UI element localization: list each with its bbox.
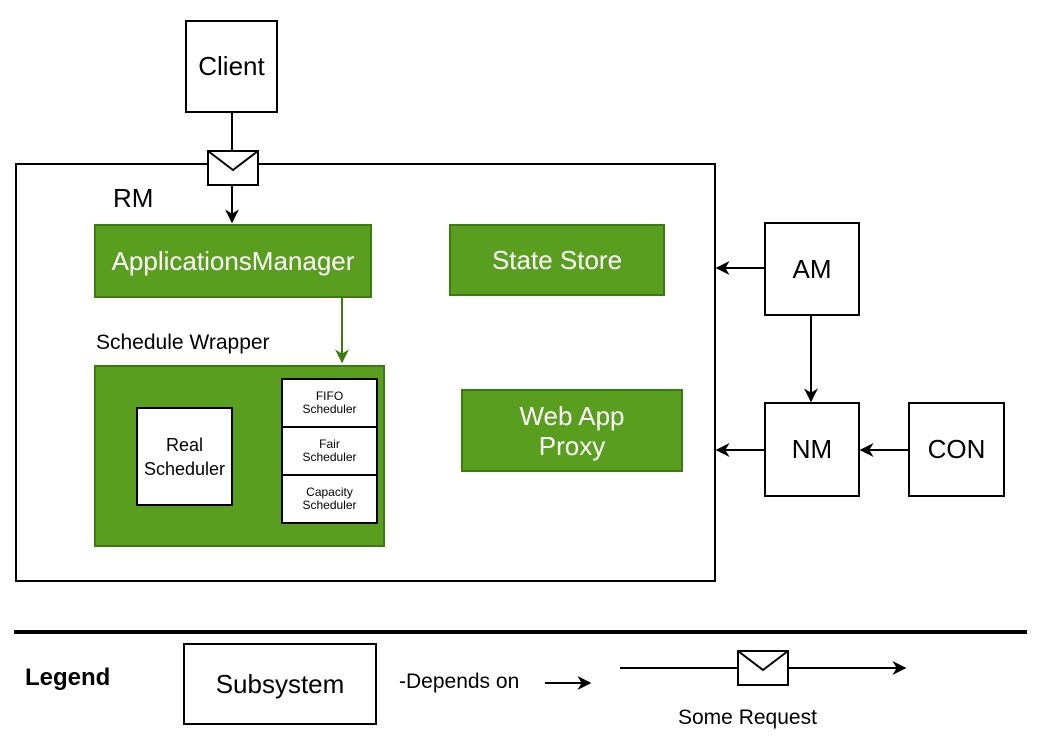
am-label: AM xyxy=(792,253,832,284)
applications-manager-label: ApplicationsManager xyxy=(111,245,355,276)
nm-label: NM xyxy=(791,434,833,464)
real-scheduler-label-1: Real xyxy=(165,434,204,455)
applications-manager-node: ApplicationsManager xyxy=(94,224,372,298)
capacity-scheduler-node: Capacity Scheduler xyxy=(281,474,378,524)
web-app-proxy-node: Web App Proxy xyxy=(461,389,683,472)
schedule-wrapper-label: Schedule Wrapper xyxy=(96,331,270,354)
rm-container xyxy=(15,163,716,582)
legend-subsystem-label: Subsystem xyxy=(215,668,345,699)
legend-title: Legend xyxy=(25,664,111,691)
legend-subsystem-box: Subsystem xyxy=(183,643,377,725)
client-node: Client xyxy=(185,20,278,113)
fifo-scheduler-label-1: FIFO xyxy=(315,389,344,403)
legend-envelope-icon xyxy=(737,650,789,686)
rm-label: RM xyxy=(113,183,154,213)
capacity-scheduler-label-2: Scheduler xyxy=(302,498,357,512)
state-store-label: State Store xyxy=(491,244,623,275)
real-scheduler-label-2: Scheduler xyxy=(143,458,226,479)
nm-node: NM xyxy=(764,402,860,497)
legend-some-request-label: Some Request xyxy=(678,706,817,729)
con-label: CON xyxy=(927,434,986,464)
fair-scheduler-label-1: Fair xyxy=(319,437,340,451)
fifo-scheduler-node: FIFO Scheduler xyxy=(281,378,378,428)
capacity-scheduler-label-1: Capacity xyxy=(306,485,353,499)
request-envelope-icon xyxy=(207,150,259,186)
web-app-proxy-label-1: Web App xyxy=(519,400,625,431)
con-node: CON xyxy=(908,402,1005,497)
fair-scheduler-label-2: Scheduler xyxy=(302,450,357,464)
am-node: AM xyxy=(764,222,860,316)
fair-scheduler-node: Fair Scheduler xyxy=(281,426,378,476)
legend-depends-label: -Depends on xyxy=(399,670,520,693)
fifo-scheduler-label-2: Scheduler xyxy=(302,402,357,416)
state-store-node: State Store xyxy=(449,224,665,296)
web-app-proxy-label-2: Proxy xyxy=(538,430,606,461)
real-scheduler-node: Real Scheduler xyxy=(136,407,233,506)
client-label: Client xyxy=(198,51,265,81)
